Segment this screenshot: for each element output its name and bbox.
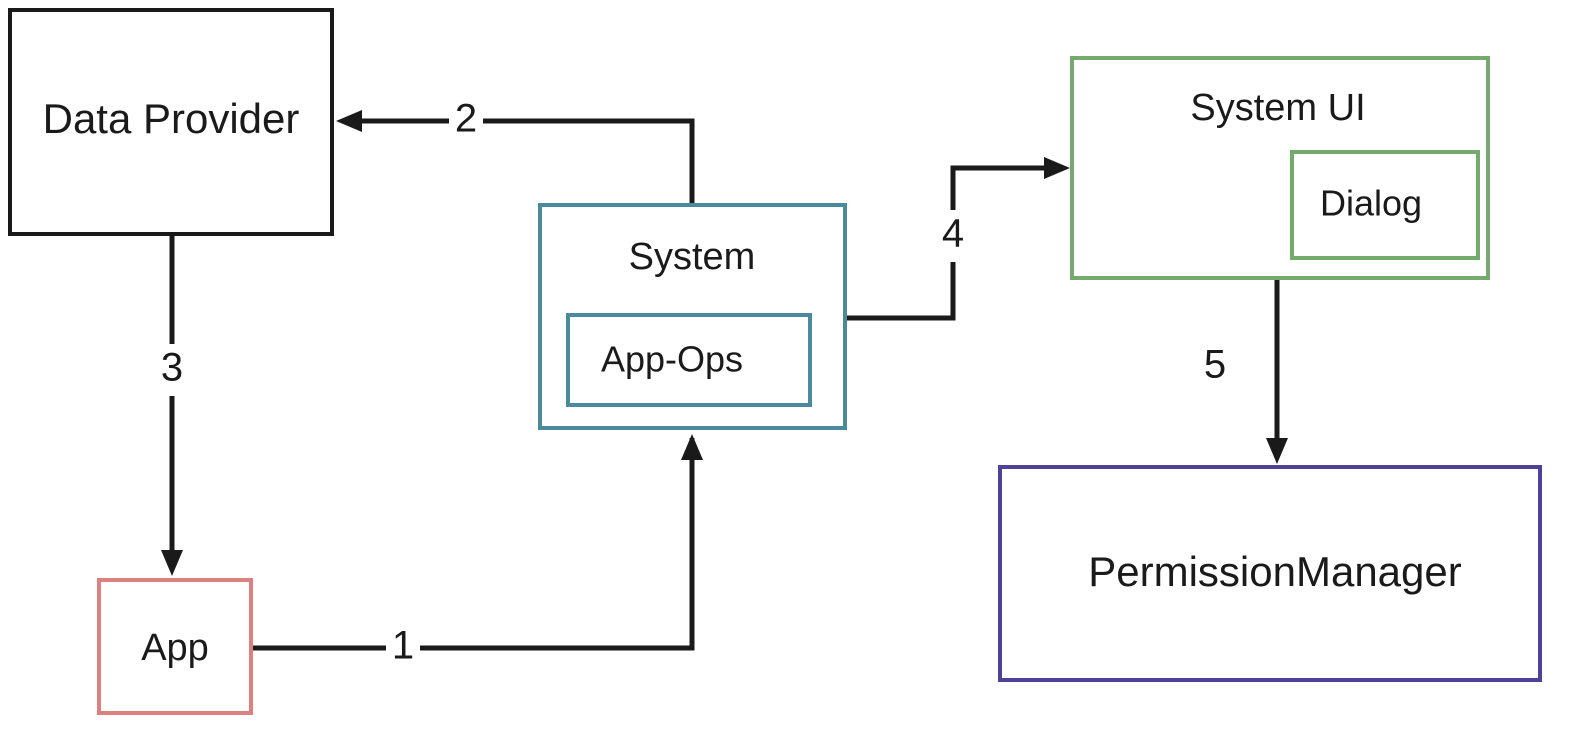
- node-label-app-ops: App-Ops: [601, 339, 743, 380]
- arrowhead-icon-2: [336, 110, 362, 132]
- edge-3: [161, 236, 183, 576]
- node-label-permission-manager: PermissionManager: [1088, 548, 1462, 595]
- node-label-system: System: [629, 236, 756, 278]
- edge-5: [1266, 280, 1288, 464]
- edge-2: [336, 110, 695, 203]
- edge-label-backdrop-5: [1198, 341, 1232, 393]
- node-label-system-ui: System UI: [1190, 87, 1365, 129]
- edge-label-backdrop-1: [386, 622, 420, 674]
- edge-line-2: [345, 118, 695, 203]
- edge-labels-layer: 1 2 3 4 5: [155, 95, 1232, 674]
- node-label-app: App: [141, 627, 209, 669]
- node-box-data-provider[interactable]: [8, 8, 334, 236]
- arrowhead-icon-4: [1044, 157, 1070, 179]
- edge-label-1: 1: [392, 624, 414, 668]
- edge-label-group-3: 3: [155, 344, 189, 396]
- arrowhead-icon-3: [161, 550, 183, 576]
- node-box-dialog[interactable]: [1290, 150, 1480, 260]
- edge-label-group-2: 2: [449, 95, 483, 147]
- node-data-provider[interactable]: Data Provider: [8, 8, 334, 236]
- edge-label-5: 5: [1204, 343, 1226, 387]
- node-dialog[interactable]: Dialog: [1290, 150, 1480, 260]
- node-label-dialog: Dialog: [1320, 183, 1422, 224]
- edge-1: [253, 434, 703, 651]
- edge-label-backdrop-2: [449, 95, 483, 147]
- edge-label-2: 2: [455, 97, 477, 141]
- edge-label-group-5: 5: [1198, 341, 1232, 393]
- node-box-permission-manager[interactable]: [998, 465, 1542, 682]
- node-app-ops[interactable]: App-Ops: [566, 313, 812, 407]
- edge-label-group-4: 4: [936, 210, 970, 262]
- node-box-app[interactable]: [97, 578, 253, 715]
- node-box-app-ops[interactable]: [566, 313, 812, 407]
- edge-label-backdrop-3: [155, 344, 189, 396]
- edge-label-group-1: 1: [386, 622, 420, 674]
- node-app[interactable]: App: [97, 578, 253, 715]
- edge-label-4: 4: [942, 212, 964, 256]
- edge-label-backdrop-4: [936, 210, 970, 262]
- edge-line-1: [253, 438, 695, 651]
- arrowhead-icon-1: [681, 434, 703, 460]
- edge-label-3: 3: [161, 346, 183, 390]
- node-label-data-provider: Data Provider: [43, 95, 300, 142]
- node-permission-manager[interactable]: PermissionManager: [998, 465, 1542, 682]
- arrowhead-icon-5: [1266, 438, 1288, 464]
